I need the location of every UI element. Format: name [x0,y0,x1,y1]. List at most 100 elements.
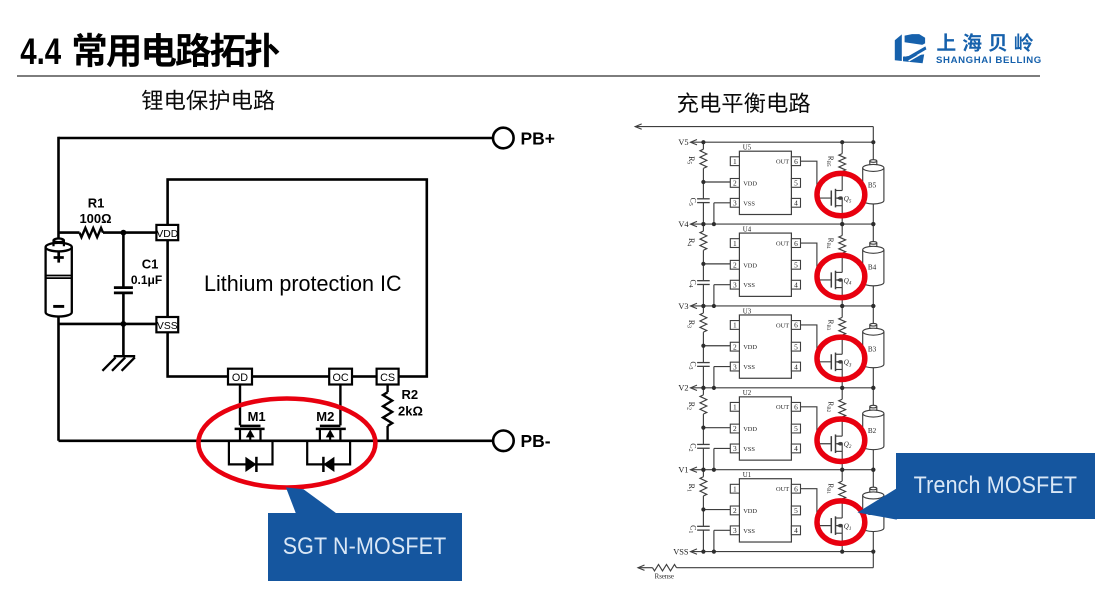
r2-value: 2kΩ [398,403,423,418]
r-label: R3 [685,320,696,328]
c1-value: 0.1μF [131,273,162,287]
cell-battery-2: B2 [862,387,885,470]
c-label: C5 [687,198,698,206]
junction-dot [871,303,876,309]
unit-ic-name: U1 [743,472,751,479]
battery-button [869,486,878,491]
trench-callout-pointer [857,488,897,520]
junction-dot [711,549,717,554]
c-label: C1 [687,525,698,533]
unit-pin-box [729,401,740,412]
rb-label-sub: B5 [825,161,831,167]
body-diode [306,440,352,472]
cjk-glyph [144,32,176,67]
unit-vss-label: VSS [743,282,755,289]
unit-vss-label: VSS [743,364,755,371]
unit-pin-number: 6 [794,403,798,412]
q-label: Q3 [844,359,852,369]
junction-dot [701,549,706,554]
c-label: C4 [687,279,698,287]
pin-box-cs [375,367,400,386]
unit-ic-name: U4 [743,226,752,233]
cjk-glyph [106,35,139,68]
rsense-zigzag [652,563,677,572]
battery-top-ellipse [862,245,885,254]
unit-pin-box [729,177,740,188]
cjk-glyph [988,34,1007,52]
pb-plus-label: PB+ [521,129,556,149]
junction-dot [701,140,706,145]
r-label-main: R [687,484,696,490]
cjk-glyph [73,32,106,68]
q-label-main: Q [844,277,849,285]
logo-cjk-rendering [937,33,1034,52]
unit-vdd-label: VDD [743,426,757,433]
unit-pin-box [790,197,802,208]
junction-dot [701,221,706,227]
pin-label-vdd: VDD [156,229,178,240]
c-label-sub: 1 [687,530,693,533]
cell-battery-label: B3 [868,345,877,353]
resistor-r1 [78,224,105,241]
mid-junction-dot [701,261,706,266]
cell-battery-5: B5 [862,142,885,225]
unit-pin-box [729,259,740,270]
battery-button [869,404,878,409]
battery-body [44,247,73,318]
cjk-glyph [253,89,275,111]
unit-pin-box [729,423,740,434]
c-label: C3 [687,361,698,369]
r-zigzag [698,148,709,169]
pin-box-vss [155,315,180,334]
battery [44,237,73,318]
unit-pin-number: 1 [733,484,737,493]
rb-zigzag [837,316,848,336]
rb-zigzag [837,153,848,172]
rb-zigzag [837,234,848,254]
unit-ic-name: U2 [743,390,752,397]
q-highlight-circle [814,170,868,219]
pack-positive-line [633,123,874,143]
cjk-glyph [166,89,186,110]
c-label-main: C [688,279,697,284]
cjk-glyph [962,33,982,52]
unit-pin-number: 3 [733,444,737,453]
r-label-main: R [687,320,696,326]
unit-ic-name: U5 [743,145,752,152]
r-label-sub: 2 [685,407,691,410]
r2-name: R2 [402,387,419,402]
cjk-glyph [175,32,211,67]
q-label-sub: 3 [849,362,852,368]
cjk-glyph [768,92,788,113]
cjk-glyph [141,89,163,111]
unit-pin-number: 5 [794,506,798,515]
out-wire [800,160,832,199]
mosfet-m2 [306,424,352,472]
r-label: R2 [685,402,696,410]
unit-pin-box [729,238,740,249]
cjk-glyph [209,89,229,111]
logo-mark-left-bar [894,34,902,61]
body-diode [227,440,274,472]
rb-label-main: R [827,402,835,407]
c-label-main: C [688,361,697,366]
c1-name: C1 [142,257,159,272]
unit-pin-box [729,320,740,330]
unit-ic-box [738,314,793,379]
battery-button [869,322,878,327]
r-label-main: R [687,238,696,244]
r1-name: R1 [88,196,105,211]
diode-triangle [245,456,257,472]
junction-dot [840,467,845,472]
unit-pin-number: 3 [733,280,737,289]
logo-mark-top-bowl [904,34,926,46]
pin-label-oc: OC [332,372,348,384]
unit-pin-number: 2 [733,424,737,433]
r-zigzag [698,394,709,415]
junction-dot [871,140,876,145]
mosfet-q4 [830,253,843,306]
junction-dot [840,303,845,309]
pin-box-oc [328,367,354,386]
